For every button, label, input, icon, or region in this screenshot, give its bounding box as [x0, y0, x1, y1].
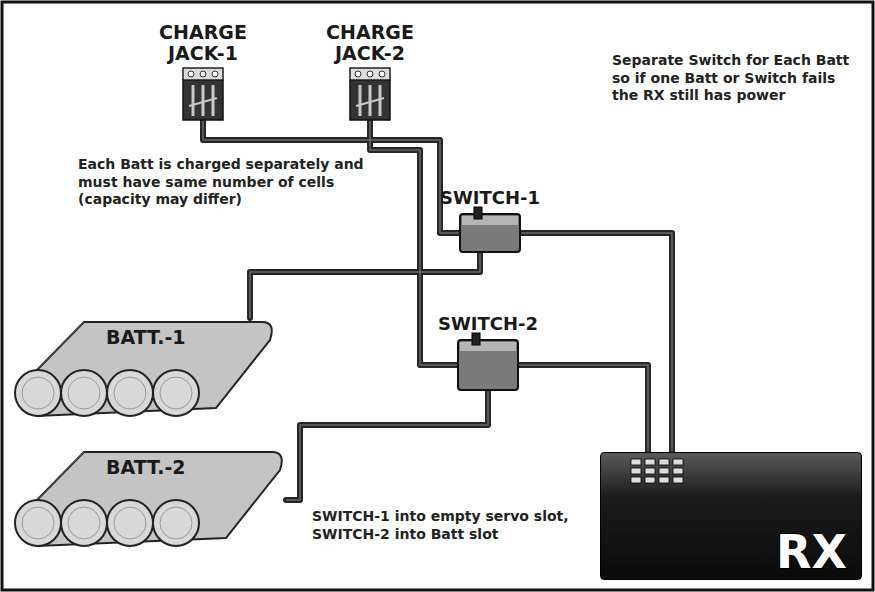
jack-contact — [212, 85, 215, 116]
rx-pin-header — [631, 459, 683, 483]
jack-hole — [355, 71, 361, 77]
battery-pack — [37, 322, 272, 416]
receiver-box: RX — [600, 452, 862, 580]
jack-hole — [200, 71, 206, 77]
cell-rim — [68, 377, 100, 409]
battery-cell — [15, 370, 61, 416]
switch-top — [462, 216, 518, 225]
cell-rim — [22, 507, 54, 539]
jack-contact — [379, 85, 382, 116]
battery-pack — [37, 452, 282, 546]
jack-key — [189, 98, 217, 106]
wire-highlight — [520, 233, 672, 452]
charge-jack: CHARGE JACK-1 — [183, 68, 223, 120]
note-text: Each Batt is charged separately and must… — [78, 156, 408, 209]
wire — [286, 390, 488, 500]
rx-pin — [673, 459, 683, 465]
battery-label: BATT.-2 — [106, 457, 186, 478]
rx-pin — [659, 477, 669, 483]
switch-outline — [460, 214, 520, 252]
switch-box: SWITCH-2 — [458, 340, 518, 390]
jack-key — [356, 98, 384, 106]
switch-box-label: SWITCH-1 — [440, 188, 540, 208]
battery-edge — [37, 322, 84, 370]
charge-jack-label: CHARGE JACK-1 — [151, 22, 255, 64]
jack-outline — [183, 68, 223, 120]
rx-pin — [659, 468, 669, 474]
jack-contact — [202, 85, 205, 116]
rx-pin — [645, 477, 655, 483]
battery-edge — [37, 452, 84, 500]
jack-contact — [359, 85, 362, 116]
switch-slider — [472, 333, 480, 345]
jack-cap — [183, 68, 223, 80]
cell-rim — [114, 507, 146, 539]
note-text: SWITCH-1 into empty servo slot, SWITCH-2… — [312, 508, 594, 543]
switch-top — [460, 342, 516, 351]
rx-pin — [631, 468, 641, 474]
cell-rim — [160, 507, 192, 539]
wire-highlight — [518, 365, 648, 452]
jack-hole — [212, 71, 218, 77]
rx-pin — [659, 459, 669, 465]
switch-box-label: SWITCH-2 — [438, 314, 538, 334]
jack-contact — [192, 85, 195, 116]
charge-jack: CHARGE JACK-2 — [350, 68, 390, 120]
jack-cap — [350, 68, 390, 80]
rx-pin — [631, 459, 641, 465]
switch-slider — [474, 207, 482, 219]
battery-cell — [153, 370, 199, 416]
charge-jack-label: CHARGE JACK-2 — [318, 22, 422, 64]
wire-highlight — [286, 390, 488, 500]
battery-cell — [61, 500, 107, 546]
battery-cell — [61, 370, 107, 416]
jack-body — [183, 80, 223, 120]
battery-cell — [153, 500, 199, 546]
wire — [518, 365, 648, 452]
cell-rim — [22, 377, 54, 409]
jack-body — [350, 80, 390, 120]
rx-pin — [673, 477, 683, 483]
wire-highlight — [250, 252, 480, 318]
note-text: Separate Switch for Each Batt so if one … — [612, 52, 862, 105]
switch-body — [460, 214, 520, 252]
battery-cell — [107, 500, 153, 546]
battery: BATT.-1 — [14, 318, 276, 418]
jack-hole — [367, 71, 373, 77]
cell-rim — [68, 507, 100, 539]
jack-hole — [188, 71, 194, 77]
battery-cell — [107, 370, 153, 416]
jack-outline — [350, 68, 390, 120]
jack-hole — [379, 71, 385, 77]
jack-contact — [369, 85, 372, 116]
switch-outline — [458, 340, 518, 390]
wire — [250, 252, 480, 318]
receiver-box-label: RX — [776, 529, 847, 575]
cell-rim — [160, 377, 192, 409]
battery-cell — [15, 500, 61, 546]
rx-pin — [673, 468, 683, 474]
cell-rim — [114, 377, 146, 409]
switch-box: SWITCH-1 — [460, 214, 520, 252]
battery-label: BATT.-1 — [106, 327, 186, 348]
rx-pin — [645, 459, 655, 465]
switch-body — [458, 340, 518, 390]
rx-pin — [645, 468, 655, 474]
rx-pin — [631, 477, 641, 483]
battery: BATT.-2 — [14, 448, 286, 548]
